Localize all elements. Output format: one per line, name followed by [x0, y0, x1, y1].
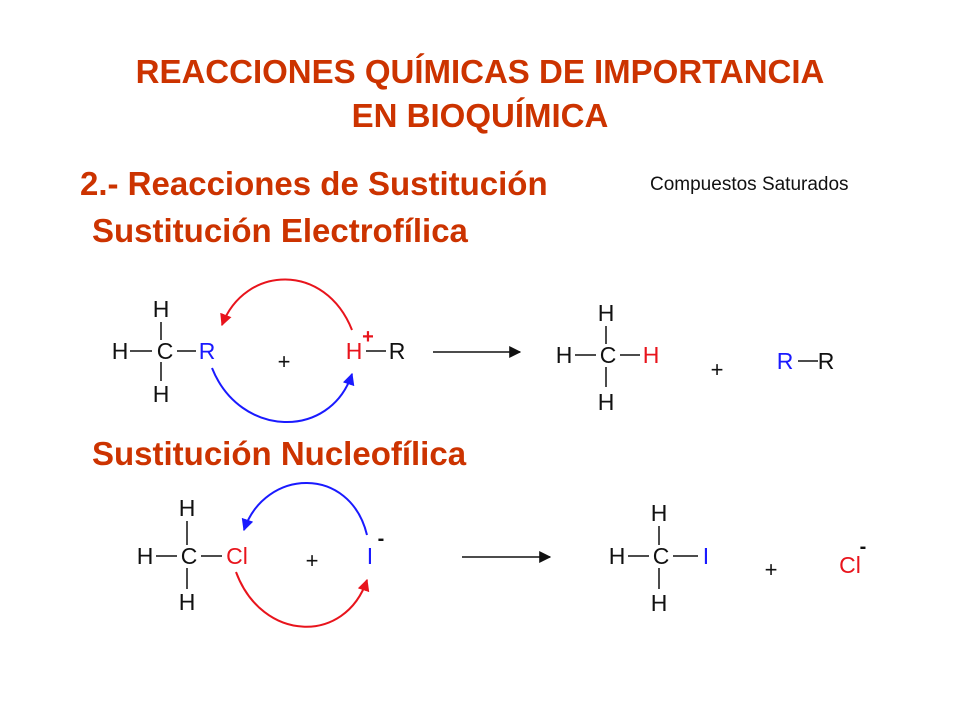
atom-cl: Cl	[839, 552, 861, 578]
title-line-2: EN BIOQUÍMICA	[351, 97, 609, 134]
atom-r: R	[389, 338, 406, 364]
atom-i: I	[367, 543, 373, 569]
atom-h: H	[651, 500, 668, 526]
nucleophile-iodide: I -	[367, 528, 385, 569]
leaving-group-chloride: Cl -	[839, 536, 866, 578]
atom-h: H	[643, 342, 660, 368]
atom-h: H	[651, 590, 668, 616]
plus-sign: +	[711, 357, 724, 382]
electrophilic-product-1: H H C H H	[556, 300, 660, 415]
nucleophilic-reactant-1: H H C Cl H	[137, 495, 248, 615]
curved-arrow-red	[235, 571, 370, 628]
nucleophilic-product-1: H H C I H	[609, 500, 710, 616]
slide-title: REACCIONES QUÍMICAS DE IMPORTANCIA EN BI…	[0, 50, 960, 138]
atom-h: H	[598, 389, 615, 415]
negative-charge: -	[378, 528, 385, 550]
atom-c: C	[600, 342, 617, 368]
atom-r: R	[777, 348, 794, 374]
section-heading: 2.- Reacciones de Sustitución	[80, 165, 548, 202]
negative-charge: -	[860, 536, 867, 558]
atom-r: R	[199, 338, 216, 364]
curved-arrow-blue	[211, 367, 355, 423]
electrophilic-product-2: R R	[777, 348, 835, 374]
atom-h: H	[153, 381, 170, 407]
atom-h: H	[137, 543, 154, 569]
atom-h: H	[153, 296, 170, 322]
atom-h: H	[346, 338, 363, 364]
positive-charge: +	[362, 326, 374, 348]
atom-h: H	[112, 338, 129, 364]
atom-c: C	[181, 543, 198, 569]
atom-r: R	[818, 348, 835, 374]
curved-arrow-red	[220, 278, 353, 331]
atom-i: I	[703, 543, 709, 569]
atom-h: H	[179, 589, 196, 615]
electrophilic-heading: Sustitución Electrofílica	[92, 212, 468, 249]
atom-c: C	[157, 338, 174, 364]
atom-h: H	[609, 543, 626, 569]
plus-sign: +	[278, 349, 291, 374]
curved-arrow-blue	[241, 482, 368, 536]
atom-cl: Cl	[226, 543, 248, 569]
electrophilic-reactant-1: H H C R H	[112, 296, 216, 407]
atom-c: C	[653, 543, 670, 569]
atom-h: H	[598, 300, 615, 326]
atom-h: H	[556, 342, 573, 368]
plus-sign: +	[765, 557, 778, 582]
atom-h: H	[179, 495, 196, 521]
saturated-compounds-note: Compuestos Saturados	[650, 174, 849, 195]
plus-sign: +	[306, 548, 319, 573]
electrophilic-reactant-2: H + R	[346, 326, 406, 364]
title-line-1: REACCIONES QUÍMICAS DE IMPORTANCIA	[135, 53, 825, 90]
nucleophilic-heading: Sustitución Nucleofílica	[92, 435, 467, 472]
